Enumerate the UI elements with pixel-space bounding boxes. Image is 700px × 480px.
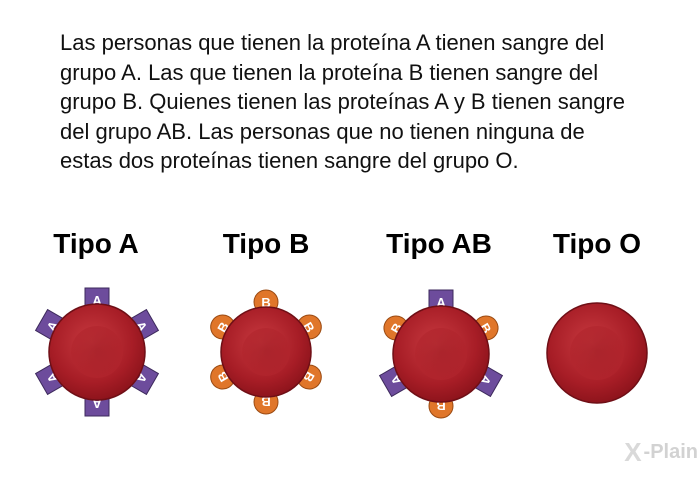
description-paragraph: Las personas que tienen la proteína A ti… (60, 30, 626, 173)
cell-tipo-ab: A B A B A B (378, 289, 504, 419)
cell-tipo-b: B B B B B B (210, 289, 322, 415)
label-tipo-b: Tipo B (222, 228, 310, 259)
cell-tipo-a: A A A A A A (34, 287, 160, 417)
xplain-logo-text: -Plain (643, 441, 698, 463)
svg-text:B: B (261, 394, 270, 409)
label-tipo-a: Tipo A (53, 228, 139, 259)
xplain-logo: X -Plain (624, 437, 698, 468)
cell-tipo-o (546, 302, 648, 404)
label-tipo-ab: Tipo AB (386, 228, 492, 259)
xplain-logo-mark: X (624, 437, 642, 467)
svg-text:A: A (92, 293, 102, 308)
svg-text:B: B (436, 398, 445, 413)
svg-text:A: A (436, 295, 446, 310)
svg-text:B: B (261, 295, 270, 310)
svg-text:A: A (92, 396, 102, 411)
label-tipo-o: Tipo O (552, 228, 642, 259)
